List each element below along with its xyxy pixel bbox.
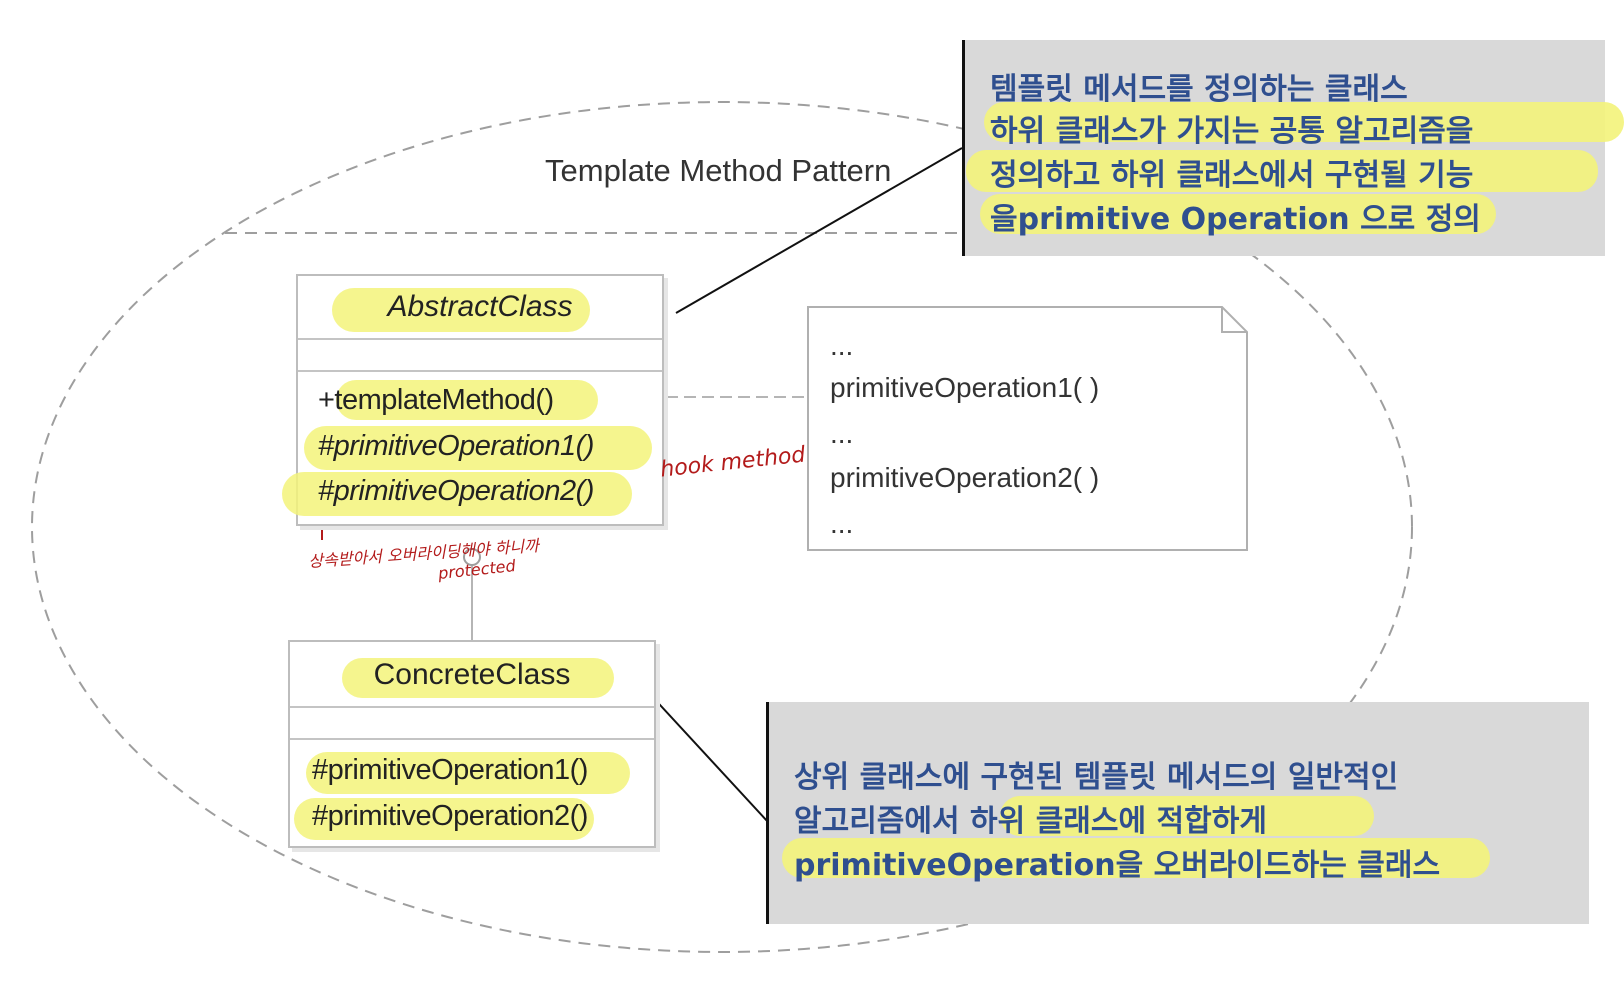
abstract-op-template-method: +templateMethod()	[318, 384, 554, 416]
abstract-class-name: AbstractClass	[387, 290, 573, 323]
abstract-class-separator-2	[298, 370, 662, 372]
bottom-callout-highlight-2	[1000, 796, 1374, 836]
note-line-3: ...	[830, 418, 854, 449]
abstract-class-separator-1	[298, 338, 662, 340]
bottom-callout-pointer	[636, 679, 769, 823]
top-callout-line-4: 을primitive Operation 으로 정의	[990, 202, 1481, 237]
pattern-boundary-ellipse	[31, 101, 1413, 953]
note-box-shape	[807, 306, 1248, 551]
bottom-callout-line-3: primitiveOperation을 오버라이드하는 클래스	[794, 848, 1441, 883]
bottom-callout-highlight-3	[782, 838, 1490, 878]
abstract-op-primitive-2: #primitiveOperation2()	[318, 475, 594, 507]
concrete-op2-highlight	[294, 798, 594, 840]
note-line-2: primitiveOperation1( )	[830, 372, 1100, 403]
inheritance-anchor-circle	[463, 548, 481, 566]
concrete-op-primitive-1: #primitiveOperation1()	[312, 754, 588, 786]
top-callout-line-3: 정의하고 하위 클래스에서 구현될 기능	[990, 158, 1474, 193]
note-line-5: ...	[830, 508, 854, 539]
top-callout-line-2: 하위 클래스가 가지는 공통 알고리즘을	[990, 114, 1474, 149]
top-callout-highlight-2	[984, 102, 1624, 142]
note-line-1: ...	[830, 330, 854, 361]
primitive-op2-highlight	[282, 472, 632, 516]
note-line-4: primitiveOperation2( )	[830, 462, 1100, 493]
top-callout-line-1: 템플릿 메서드를 정의하는 클래스	[990, 72, 1408, 107]
concrete-op-primitive-2: #primitiveOperation2()	[312, 800, 588, 832]
concrete-class-separator-1	[290, 706, 654, 708]
bottom-callout-line-1: 상위 클래스에 구현된 템플릿 메서드의 일반적인	[794, 760, 1399, 795]
top-callout-pointer	[675, 147, 963, 314]
top-callout-highlight-3	[966, 150, 1598, 192]
concrete-class-separator-2	[290, 738, 654, 740]
bottom-callout-line-2: 알고리즘에서 하위 클래스에 적합하게	[794, 804, 1267, 839]
concrete-class-name-highlight	[342, 658, 614, 698]
concrete-op1-highlight	[306, 752, 630, 794]
abstract-op-primitive-1: #primitiveOperation1()	[318, 430, 594, 462]
primitive-op1-highlight	[304, 426, 652, 470]
abstract-class-box: AbstractClass +templateMethod() #primiti…	[282, 274, 664, 526]
note-fold-corner	[1221, 307, 1247, 333]
top-callout-highlight-4	[980, 194, 1496, 234]
abstract-class-name-highlight	[332, 288, 590, 332]
template-method-highlight	[336, 380, 598, 420]
concrete-class-name: ConcreteClass	[373, 658, 571, 691]
concrete-class-box: ConcreteClass #primitiveOperation1() #pr…	[288, 640, 656, 848]
diagram-title: Template Method Pattern	[545, 153, 892, 188]
